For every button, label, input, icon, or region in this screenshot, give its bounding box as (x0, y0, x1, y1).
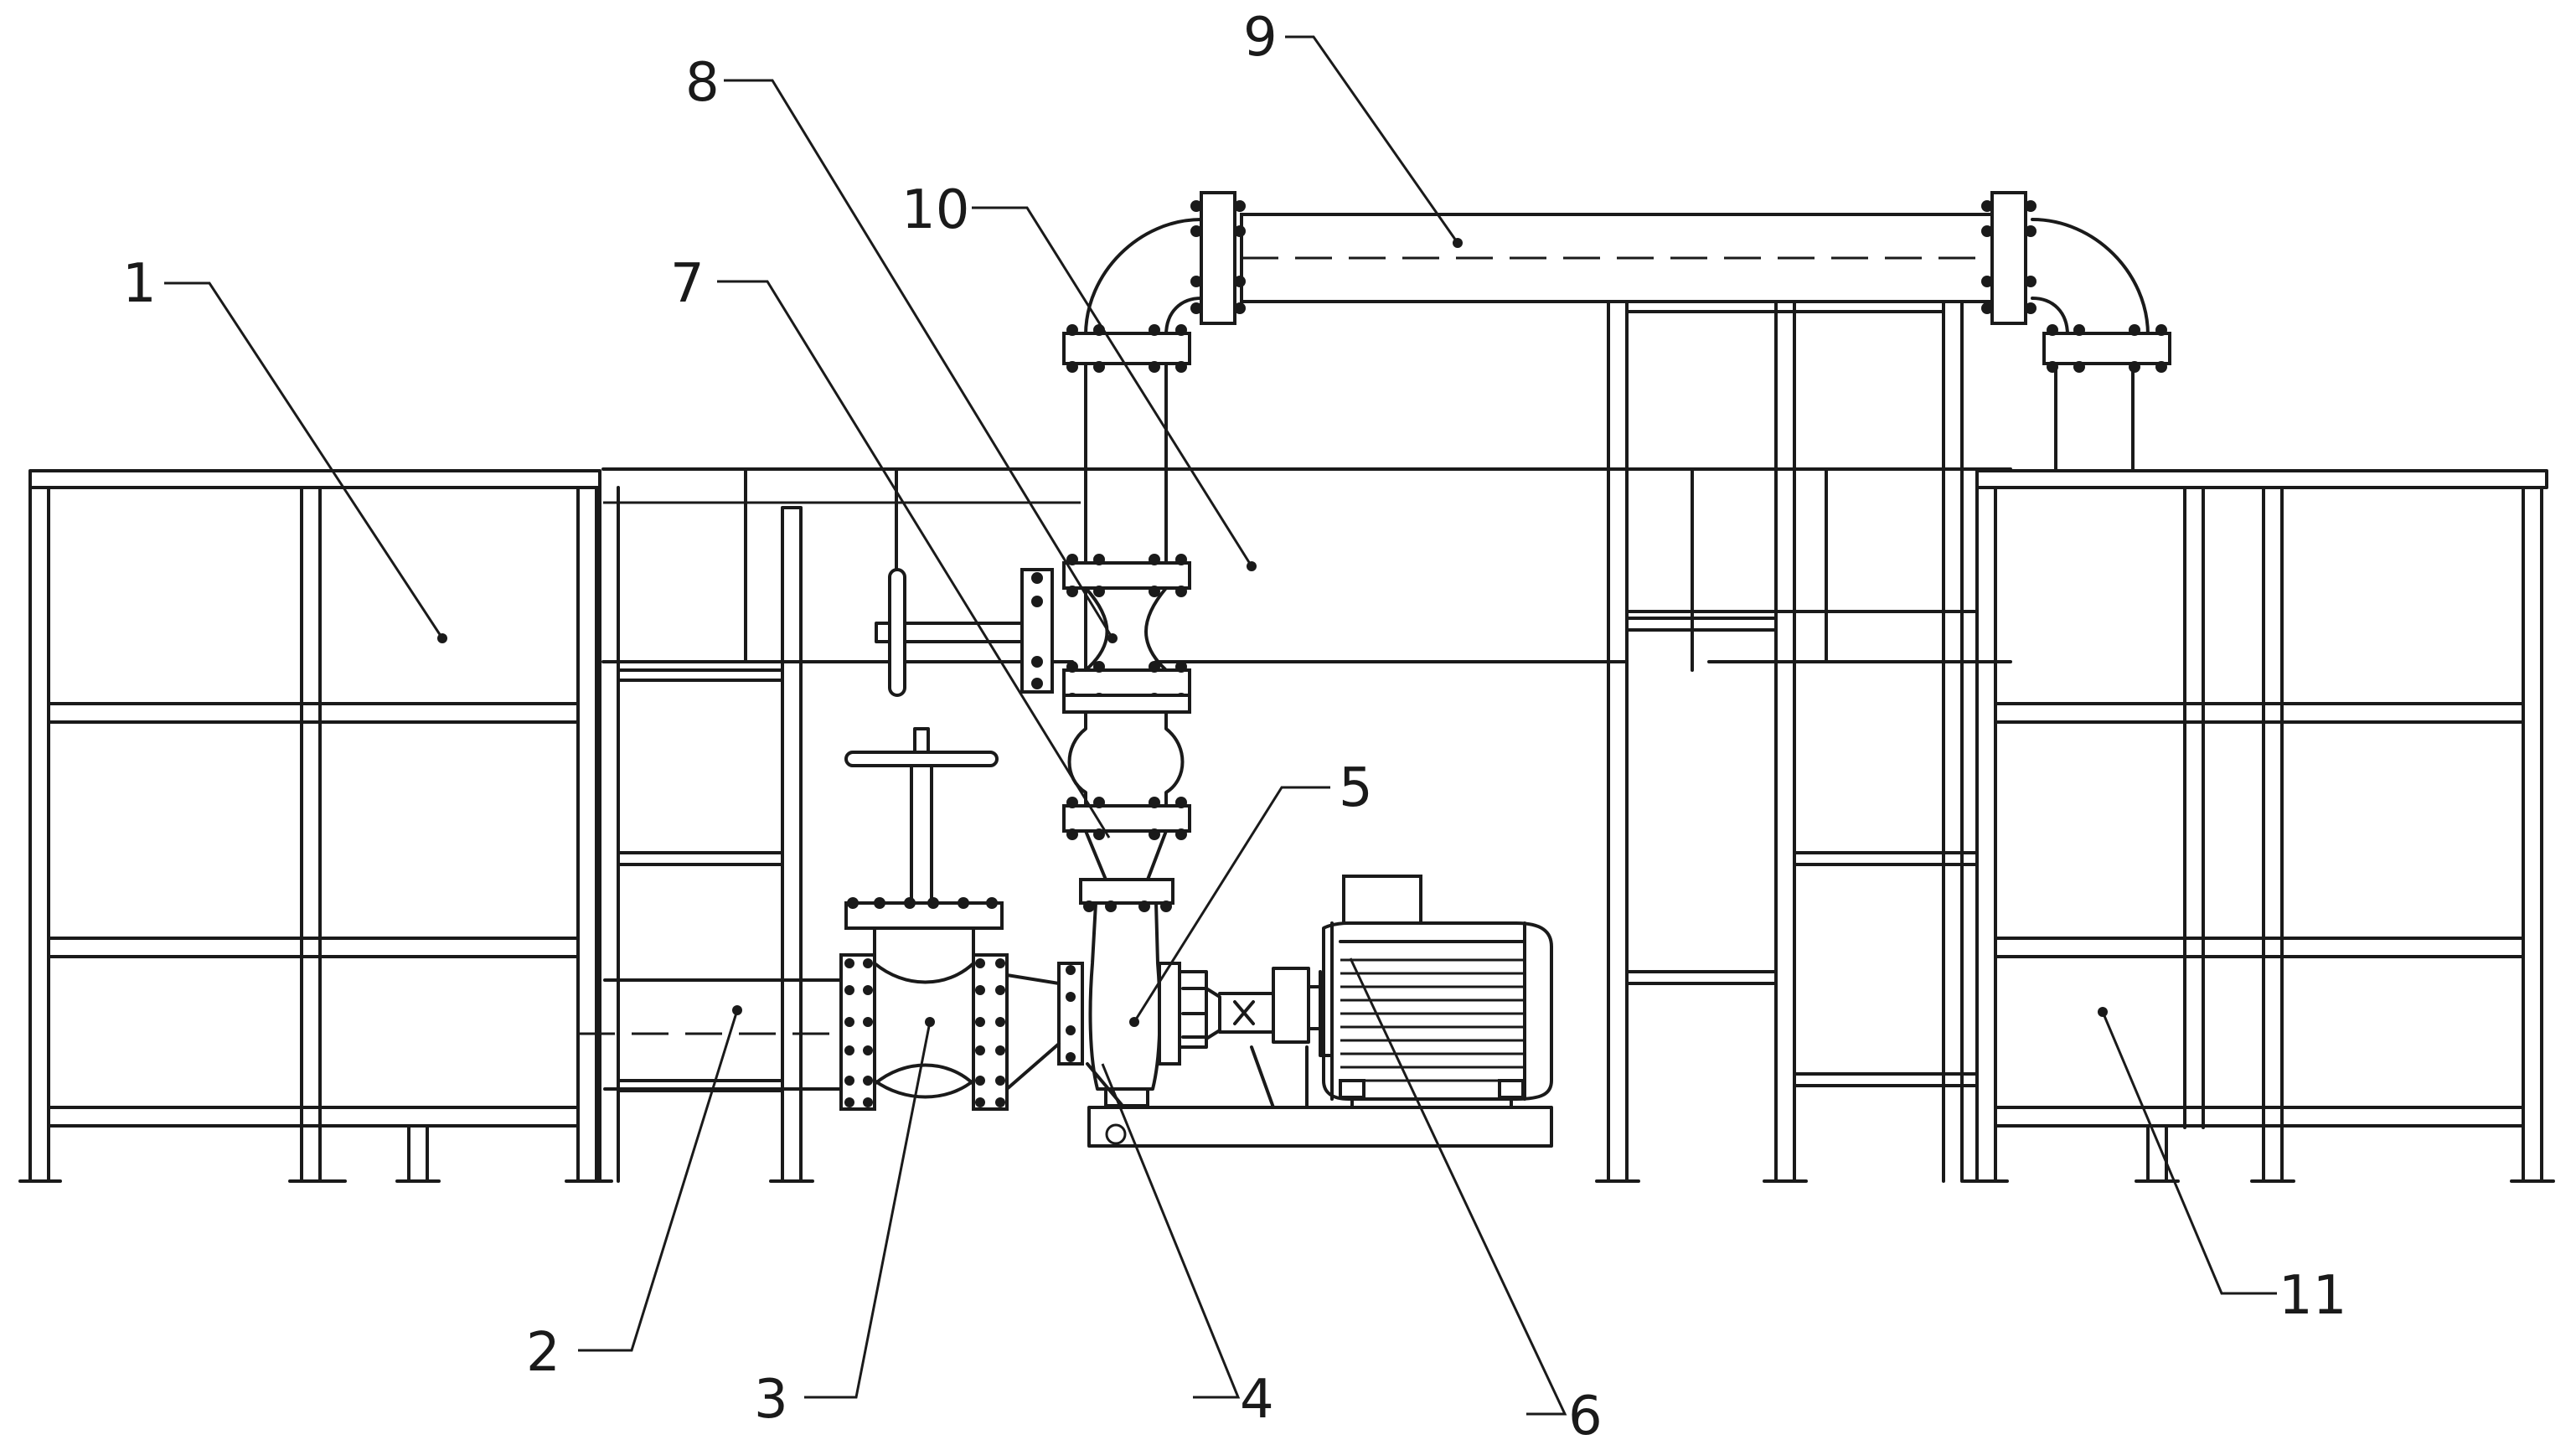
callout-1: 1 (122, 253, 157, 315)
callout-7: 7 (670, 253, 705, 315)
callout-labels: 1 2 3 4 5 6 7 8 9 10 11 (122, 7, 2346, 1445)
callout-5: 5 (1339, 757, 1373, 819)
leader-lines (164, 35, 2277, 1416)
callout-8: 8 (685, 52, 720, 114)
left-ladder (598, 486, 814, 1183)
callout-11: 11 (2279, 1265, 2346, 1327)
right-ladder (1595, 214, 1979, 1183)
callout-10: 10 (901, 179, 969, 241)
callout-3: 3 (754, 1369, 788, 1431)
callout-2: 2 (526, 1322, 560, 1384)
flexible-joint (1062, 694, 1191, 912)
top-discharge-pipe (1062, 191, 2171, 472)
centrifugal-pump (1057, 901, 1322, 1107)
right-rack (1942, 214, 2555, 1183)
left-rack (18, 469, 613, 1183)
electric-motor (1319, 875, 1553, 1109)
callout-9: 9 (1243, 7, 1278, 69)
base-plate (1087, 1045, 1553, 1148)
vertical-riser-pipe (1084, 362, 1168, 565)
suction-pipe (578, 978, 843, 1091)
callout-4: 4 (1240, 1369, 1274, 1431)
check-valve (875, 467, 1191, 704)
tank-wall (601, 467, 2012, 663)
gate-valve (839, 727, 1061, 1111)
callout-6: 6 (1568, 1386, 1603, 1445)
